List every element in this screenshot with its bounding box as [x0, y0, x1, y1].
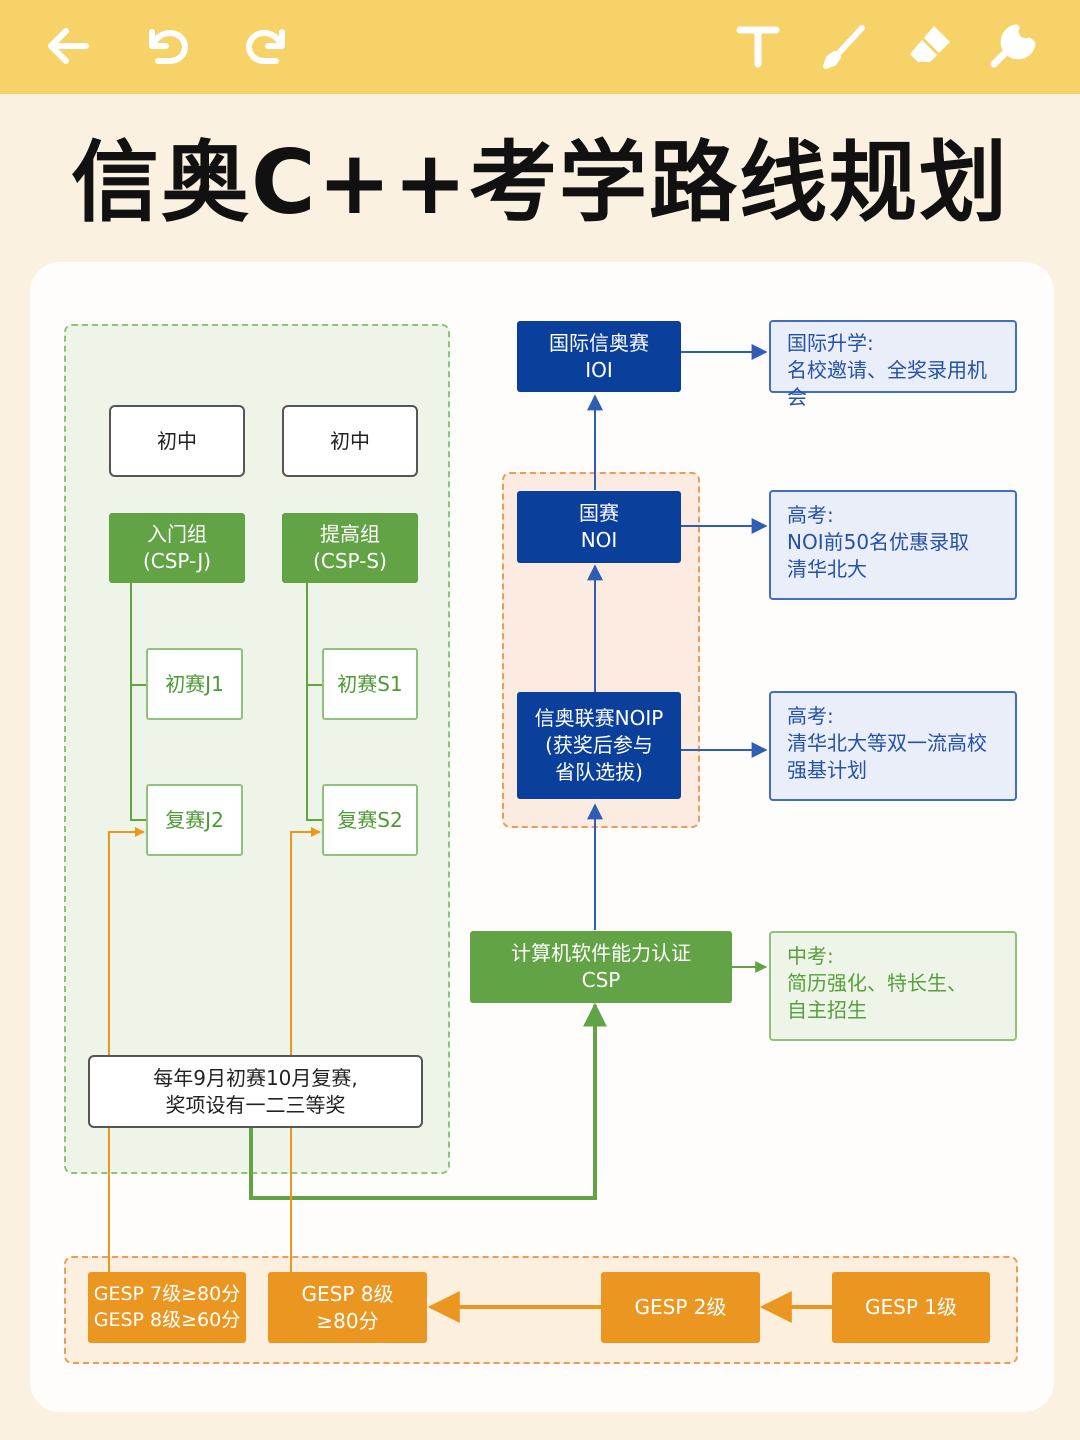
ioi-box: 国际信奥赛 IOI: [517, 321, 681, 392]
pen-icon[interactable]: [820, 20, 872, 72]
level-junior-box: 初中: [109, 405, 245, 477]
noi-benefit-box: 高考: NOI前50名优惠录取 清华北大: [769, 490, 1017, 600]
round-j1-box: 初赛J1: [146, 648, 243, 720]
redo-icon[interactable]: [240, 20, 292, 72]
back-arrow-icon[interactable]: [42, 20, 94, 72]
noip-box: 信奥联赛NOIP (获奖后参与 省队选拔): [517, 692, 681, 799]
eraser-icon[interactable]: [904, 20, 956, 72]
gesp-level8-box: GESP 8级 ≥80分: [268, 1272, 427, 1343]
gesp-level2-box: GESP 2级: [601, 1272, 760, 1343]
ioi-benefit-box: 国际升学: 名校邀请、全奖录用机会: [769, 320, 1017, 409]
page-title: 信奥C++考学路线规划: [70, 131, 1010, 234]
round-s1-box: 初赛S1: [322, 648, 418, 720]
gesp-level7-box: GESP 7级≥80分 GESP 8级≥60分: [88, 1272, 246, 1343]
noi-box: 国赛 NOI: [517, 491, 681, 563]
gesp-level1-box: GESP 1级: [832, 1272, 990, 1343]
csp-box: 计算机软件能力认证 CSP: [470, 931, 732, 1003]
toolbar: [0, 0, 1080, 94]
level-senior-box: 初中: [282, 405, 418, 477]
entry-group-box: 入门组 (CSP-J): [109, 513, 245, 583]
csp-benefit-box: 中考: 简历强化、特长生、 自主招生: [769, 931, 1017, 1041]
round-j2-box: 复赛J2: [146, 784, 243, 856]
advanced-group-box: 提高组 (CSP-S): [282, 513, 418, 583]
undo-icon[interactable]: [142, 20, 194, 72]
text-icon[interactable]: [732, 20, 784, 72]
wrench-icon[interactable]: [986, 20, 1038, 72]
round-s2-box: 复赛S2: [322, 784, 418, 856]
schedule-note-box: 每年9月初赛10月复赛, 奖项设有一二三等奖: [88, 1055, 423, 1128]
noip-benefit-box: 高考: 清华北大等双一流高校 强基计划: [769, 691, 1017, 801]
